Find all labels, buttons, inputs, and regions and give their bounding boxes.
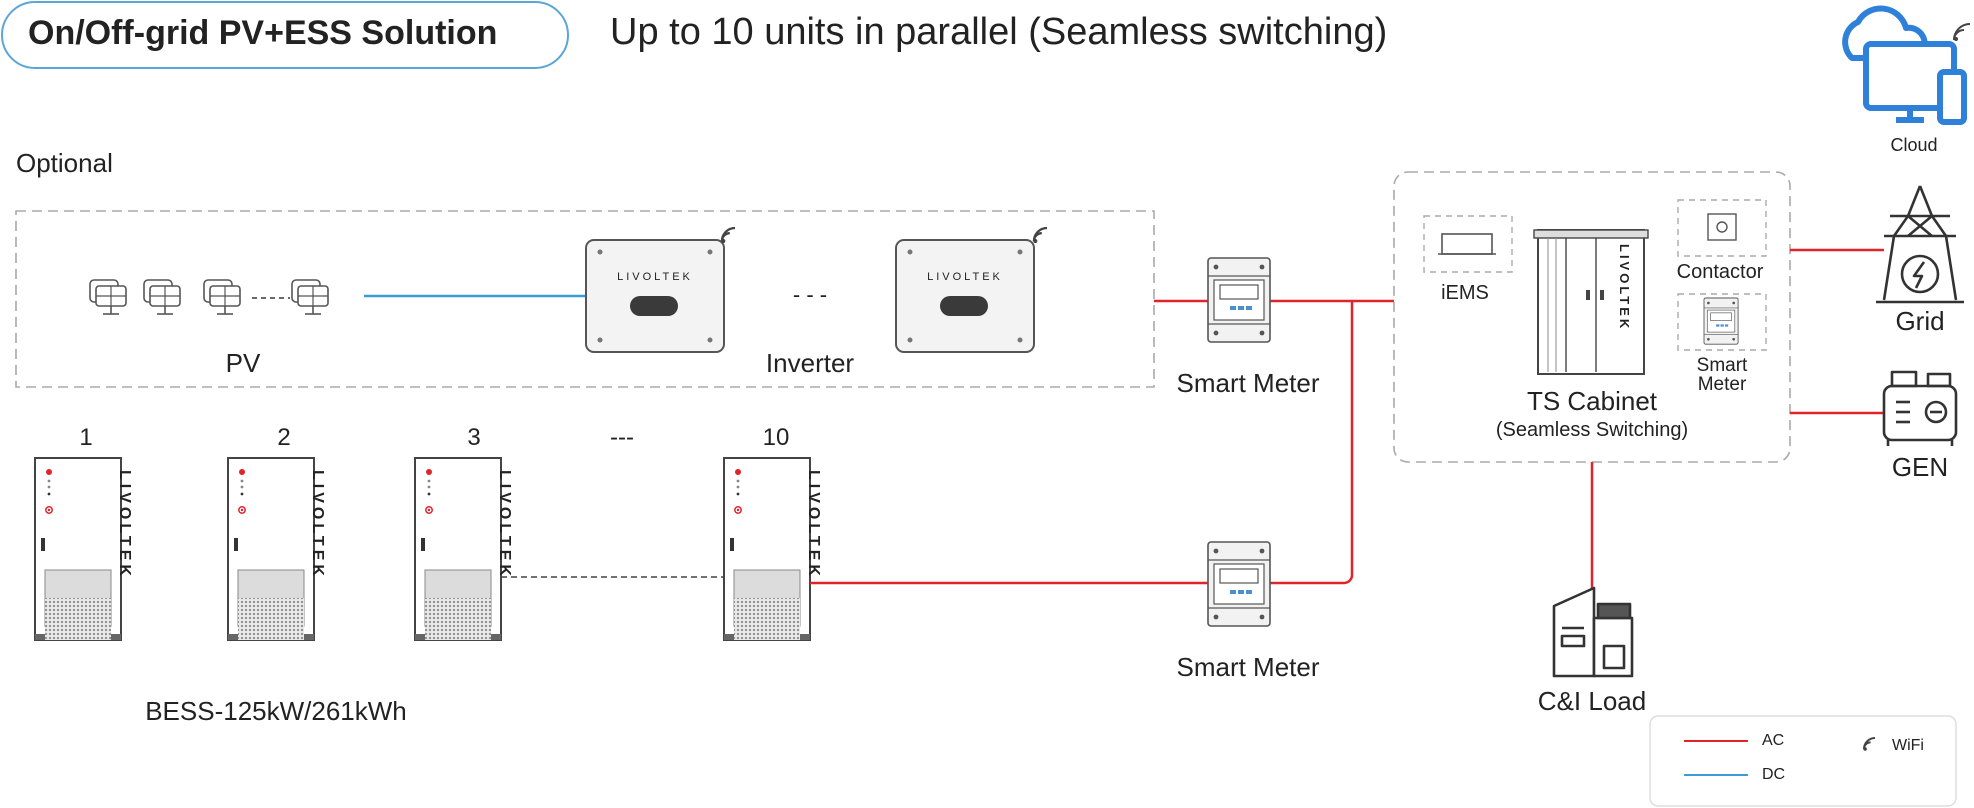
legend-ac-label: AC bbox=[1762, 732, 1784, 749]
inverter-brand: LIVOLTEK bbox=[927, 271, 1003, 283]
smart-meter-bottom-label: Smart Meter bbox=[1176, 652, 1319, 682]
smart-meter-bottom bbox=[1207, 541, 1271, 627]
optional-label: Optional bbox=[16, 148, 113, 178]
inverter-2: LIVOLTEK bbox=[895, 226, 1049, 353]
ac-line-bess-meter bbox=[1270, 301, 1354, 585]
bess-brand: LIVOLTEK bbox=[309, 470, 326, 580]
contactor-label: Contactor bbox=[1677, 261, 1764, 283]
solution-subtitle: Up to 10 units in parallel (Seamless swi… bbox=[610, 11, 1387, 53]
bess-number-2: 2 bbox=[277, 424, 290, 451]
bess-label: BESS-125kW/261kWh bbox=[145, 696, 407, 726]
cabinet-subtitle: (Seamless Switching) bbox=[1496, 419, 1688, 441]
solution-title: On/Off-grid PV+ESS Solution bbox=[28, 14, 497, 52]
bess-unit-1: LIVOLTEK bbox=[34, 457, 133, 641]
cabinet-meter-label-1: Smart bbox=[1697, 355, 1748, 376]
cloud-wifi-icon bbox=[1953, 23, 1971, 41]
cabinet-smart-meter bbox=[1677, 293, 1767, 351]
cloud-computer-icon bbox=[1842, 5, 1967, 125]
bess-number-3: 3 bbox=[467, 424, 480, 451]
inverter-brand: LIVOLTEK bbox=[617, 271, 693, 283]
building-icon bbox=[1552, 586, 1634, 678]
load-label: C&I Load bbox=[1538, 686, 1646, 716]
power-tower-icon bbox=[1876, 185, 1964, 304]
generator-icon bbox=[1882, 370, 1958, 446]
contactor-device bbox=[1677, 199, 1767, 257]
legend-wifi-label: WiFi bbox=[1892, 737, 1924, 754]
cabinet-brand: LIVOLTEK bbox=[1617, 244, 1632, 331]
optional-group-box bbox=[15, 210, 1155, 388]
bess-brand: LIVOLTEK bbox=[496, 470, 513, 580]
cloud-label: Cloud bbox=[1890, 135, 1937, 155]
solution-title-pill: On/Off-grid PV+ESS Solution bbox=[1, 1, 569, 69]
legend-dc-label: DC bbox=[1762, 766, 1785, 783]
bess-brand: LIVOLTEK bbox=[805, 470, 822, 580]
inverter-ellipsis: - - - bbox=[793, 282, 827, 307]
grid-label: Grid bbox=[1895, 306, 1944, 336]
wifi-icon bbox=[1032, 226, 1049, 245]
cabinet-meter-label-2: Meter bbox=[1698, 374, 1747, 395]
bess-number-1: 1 bbox=[79, 424, 92, 451]
inverter-1: LIVOLTEK bbox=[585, 226, 737, 353]
bess-unit-3: LIVOLTEK bbox=[414, 457, 513, 641]
smart-meter-top bbox=[1207, 257, 1271, 343]
bess-unit-10: LIVOLTEK bbox=[723, 457, 822, 641]
iems-label: iEMS bbox=[1441, 282, 1489, 304]
bess-ellipsis: --- bbox=[610, 424, 634, 451]
inverter-label: Inverter bbox=[766, 348, 854, 378]
iems-device bbox=[1423, 215, 1513, 273]
ts-cabinet: LIVOLTEK bbox=[1533, 229, 1649, 375]
pv-label: PV bbox=[226, 348, 261, 378]
solar-panel-icon bbox=[89, 279, 329, 315]
gen-label: GEN bbox=[1892, 452, 1948, 482]
bess-brand: LIVOLTEK bbox=[116, 470, 133, 580]
legend: AC DC WiFi bbox=[1649, 715, 1957, 807]
bess-unit-2: LIVOLTEK bbox=[227, 457, 326, 641]
cabinet-title: TS Cabinet bbox=[1527, 386, 1658, 416]
bess-number-10: 10 bbox=[763, 424, 790, 451]
wifi-icon bbox=[720, 226, 737, 245]
smart-meter-top-label: Smart Meter bbox=[1176, 368, 1319, 398]
